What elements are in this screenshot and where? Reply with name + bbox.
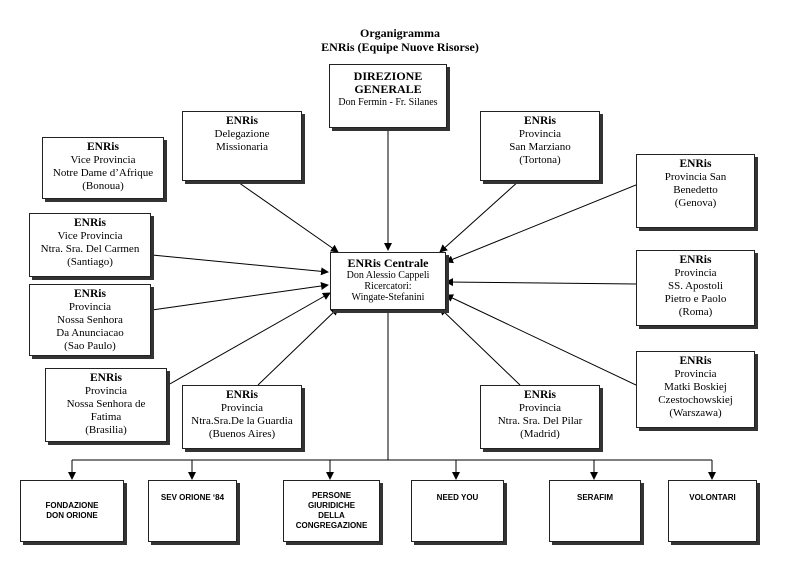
bottom-line: GIURIDICHE [307, 501, 356, 510]
direzione-subtitle: Don Fermin - Fr. Silanes [338, 97, 438, 108]
arrow-santiago [151, 254, 329, 276]
bottom-line: SEV ORIONE ‘84 [160, 493, 225, 502]
bottom-persone-giuridiche: PERSONE GIURIDICHE DELLA CONGREGAZIONE [283, 480, 380, 542]
bottom-line: DON ORIONE [46, 511, 98, 520]
bottom-sev-orione: SEV ORIONE ‘84 [148, 480, 237, 542]
unit-line: Pietro e Paolo [664, 293, 727, 305]
unit-line: Provincia [220, 402, 264, 414]
bottom-line: NEED YOU [436, 493, 479, 502]
unit-title: ENRis [524, 389, 556, 401]
unit-line: Provincia [674, 368, 717, 380]
unit-line: Provincia [68, 301, 112, 313]
title-line-2: ENRis (Equipe Nuove Risorse) [321, 40, 479, 54]
unit-delegazione-missionaria: ENRis Delegazione Missionaria [182, 111, 302, 181]
unit-line: Nossa Senhora de [66, 398, 146, 410]
unit-line: Ntra. Sra. Del Pilar [497, 415, 583, 427]
unit-line: Vice Provincia [70, 154, 136, 166]
unit-title: ENRis [74, 217, 106, 229]
unit-tortona: ENRis Provincia San Marziano (Tortona) [480, 111, 600, 181]
unit-line: (Sao Paulo) [64, 340, 116, 352]
arrow-buenosaires [257, 307, 339, 386]
unit-title: ENRis [74, 288, 106, 300]
unit-line: Provincia [518, 128, 562, 140]
unit-line: Provincia [84, 385, 128, 397]
unit-line: (Santiago) [67, 256, 113, 268]
direzione-title-1: DIREZIONE [353, 69, 423, 83]
unit-line: Czestochowskiej [658, 394, 733, 406]
bottom-line: DELLA [318, 511, 345, 520]
unit-title: ENRis [679, 355, 712, 367]
unit-line: Ntra.Sra.De la Guardia [191, 415, 293, 427]
arrow-saopaulo [151, 282, 329, 311]
direzione-generale-box: DIREZIONE GENERALE Don Fermin - Fr. Sila… [329, 64, 447, 128]
unit-line: Provincia [518, 402, 562, 414]
unit-title: ENRis [524, 115, 556, 127]
bottom-line: PERSONE [311, 491, 352, 500]
unit-line: (Bonoua) [82, 180, 124, 192]
diagram-title: Organigramma ENRis (Equipe Nuove Risorse… [250, 26, 550, 54]
unit-line: San Marziano [509, 141, 571, 153]
bottom-line: CONGREGAZIONE [295, 521, 368, 530]
unit-title: ENRis [226, 389, 258, 401]
unit-line: Matki Boskiej [664, 381, 727, 393]
unit-line: Ntra. Sra. Del Carmen [40, 243, 140, 255]
direzione-title-2: GENERALE [354, 82, 422, 96]
unit-line: (Brasilia) [85, 424, 127, 436]
unit-sao-paulo: ENRis Provincia Nossa Senhora Da Anuncia… [29, 284, 151, 356]
unit-line: Provincia San [664, 171, 727, 183]
unit-line: Delegazione [214, 128, 270, 140]
bottom-line: VOLONTARI [689, 493, 736, 502]
unit-line: Missionaria [216, 141, 268, 153]
arrow-warszawa [445, 294, 637, 386]
unit-genova: ENRis Provincia San Benedetto (Genova) [636, 154, 755, 228]
enris-centrale-box: ENRis Centrale Don Alessio Cappeli Ricer… [330, 252, 446, 310]
unit-title: ENRis [87, 141, 119, 153]
unit-buenos-aires: ENRis Provincia Ntra.Sra.De la Guardia (… [182, 385, 302, 449]
unit-santiago: ENRis Vice Provincia Ntra. Sra. Del Carm… [29, 213, 151, 277]
bottom-volontari: VOLONTARI [668, 480, 757, 542]
unit-title: ENRis [679, 158, 712, 170]
unit-title: ENRis [679, 254, 712, 266]
unit-line: (Genova) [674, 197, 717, 209]
unit-line: (Buenos Aires) [208, 428, 276, 440]
unit-line: (Warszawa) [669, 407, 722, 419]
centrale-line-1: Don Alessio Cappeli [346, 270, 430, 281]
arrow-madrid [439, 307, 521, 386]
unit-line: Notre Dame d’Afrique [52, 167, 154, 179]
unit-roma: ENRis Provincia SS. Apostoli Pietro e Pa… [636, 250, 755, 326]
title-line-1: Organigramma [360, 26, 440, 40]
unit-line: (Madrid) [520, 428, 560, 440]
unit-line: Da Anunciacao [56, 327, 124, 339]
arrow-delegazione [234, 179, 339, 253]
unit-bonoua: ENRis Vice Provincia Notre Dame d’Afriqu… [42, 137, 164, 199]
bottom-line: SERAFIM [577, 493, 613, 502]
unit-madrid: ENRis Provincia Ntra. Sra. Del Pilar (Ma… [480, 385, 600, 449]
centrale-title: ENRis Centrale [347, 256, 429, 270]
centrale-line-2: Ricercatori: [364, 281, 412, 292]
arrow-brasilia [167, 292, 331, 386]
unit-line: Vice Provincia [57, 230, 123, 242]
bottom-fondazione-don-orione: FONDAZIONE DON ORIONE [20, 480, 124, 542]
unit-line: Provincia [674, 267, 717, 279]
unit-line: SS. Apostoli [667, 280, 724, 292]
arrow-tortona [439, 179, 521, 253]
arrow-genova [445, 184, 637, 264]
unit-line: Benedetto [673, 184, 718, 196]
unit-title: ENRis [226, 115, 258, 127]
bottom-serafim: SERAFIM [549, 480, 641, 542]
unit-line: (Roma) [678, 306, 713, 318]
unit-title: ENRis [90, 372, 122, 384]
unit-brasilia: ENRis Provincia Nossa Senhora de Fatima … [45, 368, 167, 442]
bottom-line: FONDAZIONE [45, 501, 99, 510]
unit-line: Nossa Senhora [57, 314, 123, 326]
unit-warszawa: ENRis Provincia Matki Boskiej Czestochow… [636, 351, 755, 428]
centrale-line-3: Wingate-Stefanini [351, 292, 425, 303]
bottom-need-you: NEED YOU [411, 480, 504, 542]
unit-line: Fatima [90, 411, 122, 423]
unit-line: (Tortona) [519, 154, 561, 166]
arrow-roma [445, 278, 637, 287]
